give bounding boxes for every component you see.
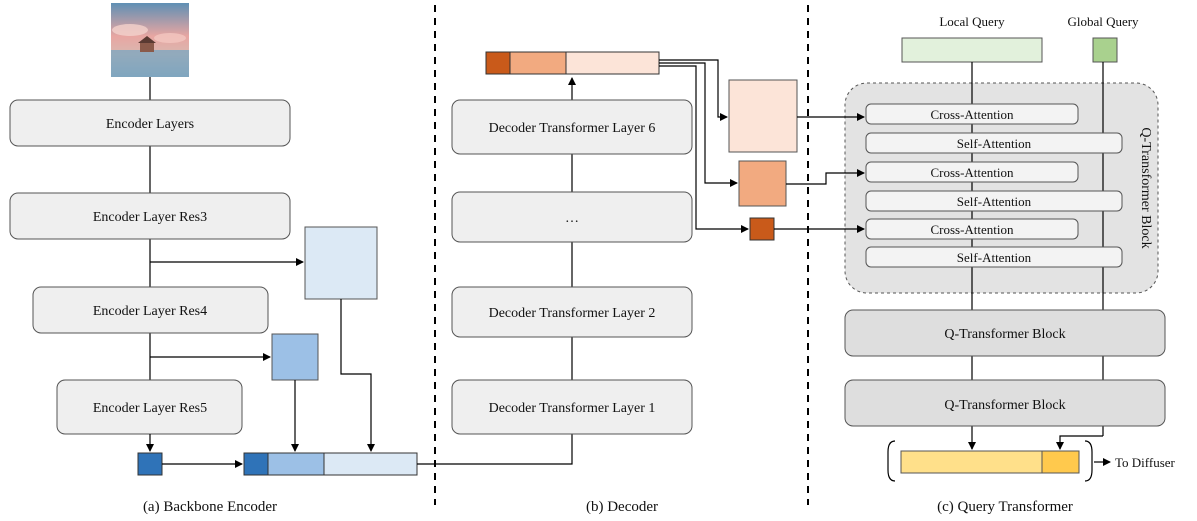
- cross-attention-3-label: Cross-Attention: [930, 222, 1014, 237]
- self-attention-2-label: Self-Attention: [957, 194, 1032, 209]
- encoder-layers-label: Encoder Layers: [106, 117, 194, 132]
- encoder-layers-box: [9, 99, 291, 147]
- self-attention-3-box: [865, 246, 1123, 268]
- local-query-token: [901, 37, 1043, 63]
- decoder-out-seg-small: [485, 51, 511, 75]
- concat-seg-res5: [243, 452, 269, 476]
- feature-small-orange: [749, 217, 775, 241]
- concat-seg-res3: [323, 452, 418, 476]
- q-transformer-block-2: [844, 309, 1166, 357]
- q-transformer-block-3-label: Q-Transformer Block: [944, 398, 1065, 413]
- split-small-arrow: [659, 65, 749, 233]
- local-query-label: Local Query: [939, 14, 1005, 29]
- decoder-out-seg-mid: [509, 51, 567, 75]
- mid-feature-to-cross-attn-arrow: [786, 169, 865, 185]
- feature-large-orange: [728, 79, 798, 153]
- encoder-res4-label: Encoder Layer Res4: [93, 304, 207, 319]
- q-transformer-block-2-label: Q-Transformer Block: [944, 327, 1065, 342]
- backbone-encoder-panel: Encoder Layers Encoder Layer Res3 Encode…: [9, 3, 418, 515]
- global-to-output-arrow: [1056, 435, 1103, 450]
- decoder-layer6-label: Decoder Transformer Layer 6: [489, 121, 656, 136]
- cross-attention-2-box: [865, 161, 1079, 183]
- decoder-ellipsis-label: …: [565, 211, 579, 226]
- self-attention-2-box: [865, 190, 1123, 212]
- decoder-out-seg-large: [565, 51, 660, 75]
- backbone-caption: (a) Backbone Encoder: [143, 499, 277, 515]
- query-transformer-panel: Local Query Global Query Cross-Attention…: [774, 14, 1176, 515]
- decoder-layer1-box: [451, 379, 693, 435]
- decoder-caption: (b) Decoder: [586, 499, 658, 515]
- cross-attention-1-label: Cross-Attention: [930, 107, 1014, 122]
- decoder-layer6-box: [451, 99, 693, 155]
- decoder-layer2-label: Decoder Transformer Layer 2: [489, 306, 656, 321]
- res4-feature-map: [271, 333, 319, 381]
- global-query-token: [1092, 37, 1118, 63]
- encoder-res4-box: [32, 286, 269, 334]
- self-attention-1-box: [865, 132, 1123, 154]
- global-query-label: Global Query: [1067, 14, 1139, 29]
- to-diffuser-label: To Diffuser: [1115, 455, 1176, 470]
- input-image: [111, 3, 189, 77]
- res5-feature-map: [137, 452, 163, 476]
- concat-seg-res4: [267, 452, 325, 476]
- cross-attention-2-label: Cross-Attention: [930, 165, 1014, 180]
- output-bracket-left: [887, 440, 896, 482]
- output-local-tokens: [900, 450, 1043, 474]
- self-attention-1-label: Self-Attention: [957, 136, 1032, 151]
- encoder-res3-box: [9, 192, 291, 240]
- q-transformer-block-3: [844, 379, 1166, 427]
- q-transformer-block-rotated-label: Q-Transformer Block: [1138, 127, 1153, 248]
- decoder-layer1-label: Decoder Transformer Layer 1: [489, 401, 656, 416]
- decoder-ellipsis-box: [451, 191, 693, 243]
- encoder-res5-label: Encoder Layer Res5: [93, 401, 207, 416]
- encoder-res3-label: Encoder Layer Res3: [93, 210, 207, 225]
- self-attention-3-label: Self-Attention: [957, 250, 1032, 265]
- query-transformer-caption: (c) Query Transformer: [937, 499, 1073, 515]
- decoder-panel: Decoder Transformer Layer 6 … Decoder Tr…: [417, 51, 798, 515]
- res3-feature-map: [304, 226, 378, 300]
- decoder-layer2-box: [451, 286, 693, 338]
- feature-mid-orange: [738, 160, 787, 207]
- output-bracket-right: [1084, 440, 1093, 482]
- res3-to-concat-arrow: [340, 299, 375, 452]
- cross-attention-1-box: [865, 103, 1079, 125]
- split-large-arrow: [659, 59, 728, 121]
- split-mid-arrow: [659, 62, 738, 187]
- output-global-token: [1041, 450, 1080, 474]
- cross-attention-3-box: [865, 218, 1079, 240]
